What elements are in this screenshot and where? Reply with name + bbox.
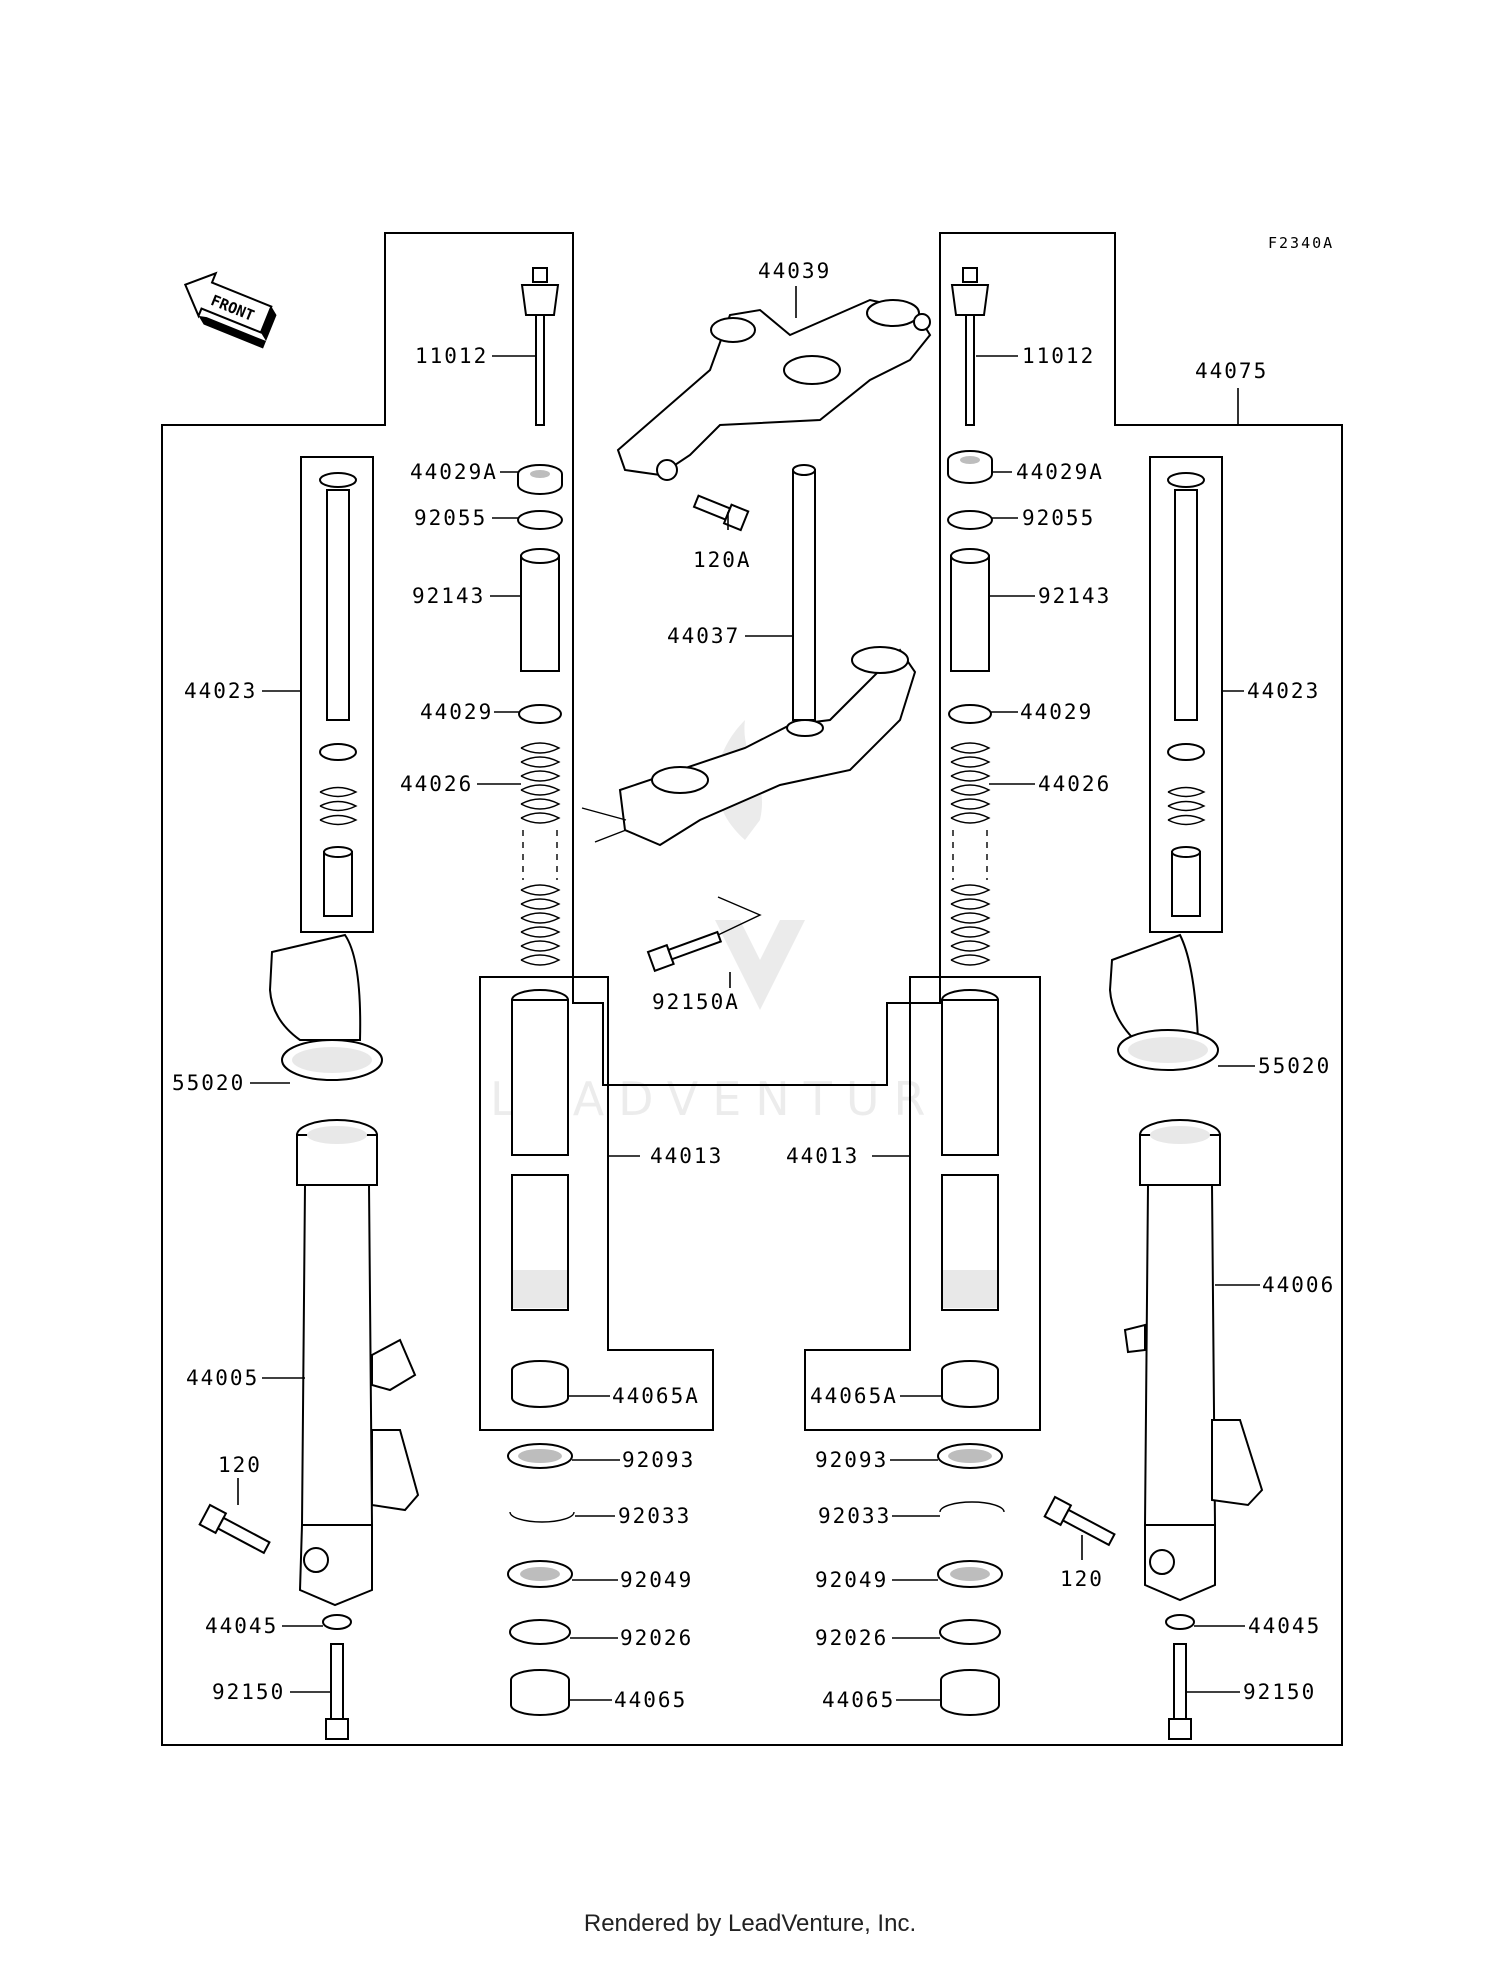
bushing-44065a-right bbox=[941, 1360, 999, 1408]
bushing-44065a-left bbox=[511, 1360, 569, 1408]
assembly-frame bbox=[161, 232, 1343, 1746]
label-44065a-left: 44065A bbox=[612, 1384, 700, 1408]
outer-tube-44005-left bbox=[296, 1119, 420, 1607]
washer-44045-right bbox=[1165, 1614, 1195, 1630]
washer-44029-left bbox=[518, 704, 562, 724]
right-inner-tube-box bbox=[804, 976, 1041, 1431]
label-44029-right: 44029 bbox=[1020, 700, 1093, 724]
fork-spring-44026-right bbox=[950, 742, 991, 966]
seal-92093-left bbox=[507, 1443, 573, 1469]
label-44029a-right: 44029A bbox=[1016, 460, 1104, 484]
label-44045-left: 44045 bbox=[205, 1614, 278, 1638]
damper-adjuster-rod-left bbox=[520, 267, 560, 426]
footer-credit: Rendered by LeadVenture, Inc. bbox=[583, 1910, 917, 1937]
oil-seal-92049-left bbox=[507, 1560, 573, 1588]
upper-bracket-44039 bbox=[616, 298, 932, 481]
inner-tube-44013-right bbox=[941, 989, 999, 1311]
label-44065-left: 44065 bbox=[614, 1688, 687, 1712]
label-44029-left: 44029 bbox=[420, 700, 493, 724]
spacer-pipe-92143-right bbox=[950, 548, 990, 672]
label-11012-left: 11012 bbox=[415, 344, 488, 368]
outer-tube-44006-right bbox=[1123, 1119, 1264, 1602]
label-92150-right: 92150 bbox=[1243, 1680, 1316, 1704]
fork-guard-55020-right bbox=[1108, 933, 1219, 1071]
bushing-44065-left bbox=[510, 1669, 570, 1716]
label-44026-left: 44026 bbox=[400, 772, 473, 796]
fork-spring-44026-left bbox=[520, 742, 561, 966]
circlip-92033-right bbox=[939, 1501, 1005, 1513]
damper-assy-44023-left bbox=[319, 472, 358, 917]
right-damper-box bbox=[1149, 456, 1223, 933]
label-92150a: 92150A bbox=[652, 990, 740, 1014]
washer-92026-left bbox=[509, 1619, 571, 1645]
leader-lines bbox=[237, 286, 1260, 1701]
bolt-92150-left bbox=[325, 1643, 349, 1740]
label-120a: 120A bbox=[693, 548, 752, 572]
inner-tube-44013-left bbox=[511, 989, 569, 1311]
label-92049-left: 92049 bbox=[620, 1568, 693, 1592]
oil-seal-92049-right bbox=[937, 1560, 1003, 1588]
label-44037: 44037 bbox=[667, 624, 740, 648]
o-ring-92055-right bbox=[947, 510, 993, 530]
label-92026-left: 92026 bbox=[620, 1626, 693, 1650]
watermark-text: LEADVENTURE bbox=[490, 1072, 983, 1126]
stem-bracket-44037 bbox=[581, 464, 917, 847]
label-55020-left: 55020 bbox=[172, 1071, 245, 1095]
label-44026-right: 44026 bbox=[1038, 772, 1111, 796]
spacer-pipe-92143-left bbox=[520, 548, 560, 672]
label-92143-right: 92143 bbox=[1038, 584, 1111, 608]
left-inner-tube-box bbox=[479, 976, 714, 1431]
label-44006: 44006 bbox=[1262, 1273, 1335, 1297]
label-92093-right: 92093 bbox=[815, 1448, 888, 1472]
label-120-left: 120 bbox=[218, 1453, 262, 1477]
label-55020-right: 55020 bbox=[1258, 1054, 1331, 1078]
label-44029a-left: 44029A bbox=[410, 460, 498, 484]
label-92055-left: 92055 bbox=[414, 506, 487, 530]
label-44013-left: 44013 bbox=[650, 1144, 723, 1168]
label-92033-right: 92033 bbox=[818, 1504, 891, 1528]
diagram-code: F2340A bbox=[1268, 234, 1334, 252]
washer-44045-left bbox=[322, 1614, 352, 1630]
label-44005: 44005 bbox=[186, 1366, 259, 1390]
label-44045-right: 44045 bbox=[1248, 1614, 1321, 1638]
bolt-location-marker bbox=[717, 896, 762, 936]
circlip-92033-left bbox=[509, 1511, 575, 1523]
label-92093-left: 92093 bbox=[622, 1448, 695, 1472]
collar-44029a-left bbox=[517, 464, 563, 495]
label-92026-right: 92026 bbox=[815, 1626, 888, 1650]
label-120-right: 120 bbox=[1060, 1567, 1104, 1591]
bolt-120-right bbox=[1043, 1495, 1116, 1547]
left-damper-box bbox=[300, 456, 374, 933]
bolt-92150a bbox=[646, 930, 723, 973]
label-44023-right: 44023 bbox=[1247, 679, 1320, 703]
label-11012-right: 11012 bbox=[1022, 344, 1095, 368]
seal-92093-right bbox=[937, 1443, 1003, 1469]
label-44023-left: 44023 bbox=[184, 679, 257, 703]
bolt-120a bbox=[692, 494, 750, 532]
label-92150-left: 92150 bbox=[212, 1680, 285, 1704]
collar-44029a-right bbox=[947, 450, 993, 484]
label-92049-right: 92049 bbox=[815, 1568, 888, 1592]
label-92033-left: 92033 bbox=[618, 1504, 691, 1528]
bushing-44065-right bbox=[940, 1669, 1000, 1716]
damper-assy-44023-right bbox=[1167, 472, 1206, 917]
washer-44029-right bbox=[948, 704, 992, 724]
label-44065-right: 44065 bbox=[822, 1688, 895, 1712]
o-ring-92055-left bbox=[517, 510, 563, 530]
bolt-92150-right bbox=[1168, 1643, 1192, 1740]
label-92143-left: 92143 bbox=[412, 584, 485, 608]
washer-92026-right bbox=[939, 1619, 1001, 1645]
label-44075: 44075 bbox=[1195, 359, 1268, 383]
label-44065a-right: 44065A bbox=[810, 1384, 898, 1408]
label-92055-right: 92055 bbox=[1022, 506, 1095, 530]
front-arrow-icon: FRONT bbox=[183, 271, 277, 349]
label-44039: 44039 bbox=[758, 259, 831, 283]
damper-adjuster-rod-right bbox=[950, 267, 990, 426]
bolt-120-left bbox=[198, 1503, 271, 1555]
fork-guard-55020-left bbox=[268, 933, 383, 1081]
label-44013-right: 44013 bbox=[786, 1144, 859, 1168]
